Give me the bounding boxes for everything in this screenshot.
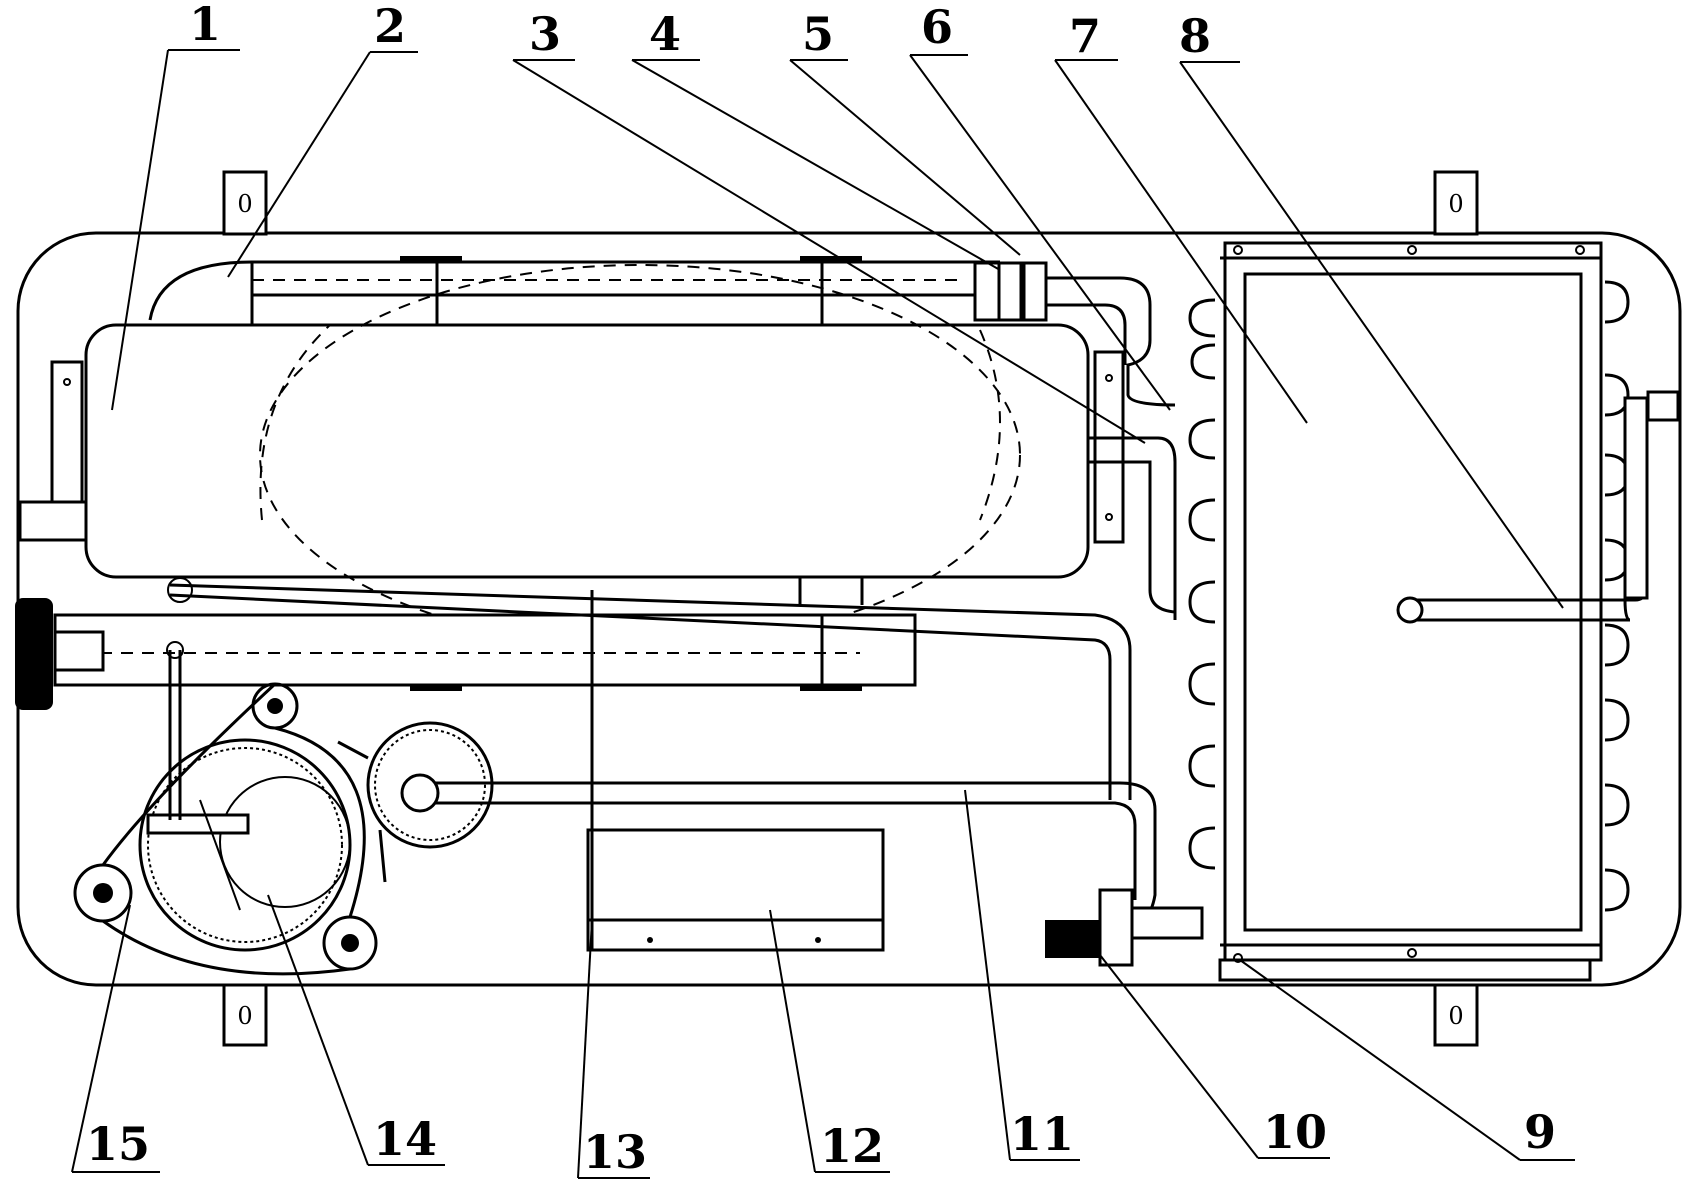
- callout-3: 3: [529, 7, 561, 61]
- mounting-tab-top-right: 0: [1433, 170, 1479, 236]
- top-fittings: [973, 261, 1176, 407]
- callout-1: 1: [189, 0, 221, 51]
- callout-6: 6: [921, 0, 953, 54]
- callout-14: 14: [373, 1112, 437, 1166]
- callout-8: 8: [1179, 9, 1211, 63]
- callout-10: 10: [1263, 1105, 1327, 1159]
- svg-text:0: 0: [237, 190, 252, 218]
- callout-4: 4: [649, 7, 681, 61]
- callout-9: 9: [1524, 1105, 1556, 1159]
- leader-lines: [71, 49, 1575, 1179]
- coil-loops-left: [1188, 298, 1216, 870]
- callout-7: 7: [1069, 9, 1101, 63]
- callout-13: 13: [583, 1125, 647, 1179]
- left-bracket: [50, 360, 84, 522]
- mounting-tab-top-left: 0: [222, 170, 268, 236]
- callout-12: 12: [820, 1119, 884, 1173]
- lower-rail: [15, 598, 917, 710]
- connecting-pipe: [1088, 436, 1177, 620]
- mounting-tab-bottom-right: 0: [1433, 983, 1479, 1047]
- tank-body: [84, 323, 1090, 579]
- panel-pipe: [1396, 390, 1680, 624]
- drive-gear: [366, 721, 494, 849]
- upper-frame-rail: [148, 256, 1000, 325]
- brush-filter: [1045, 888, 1204, 967]
- left-inlet-pipe: [18, 500, 88, 542]
- drive-assembly: [73, 641, 494, 976]
- callout-15: 15: [86, 1117, 150, 1171]
- svg-text:0: 0: [1448, 1002, 1463, 1030]
- hidden-drum-outline: [259, 264, 1021, 646]
- mounting-tab-bottom-left: 0: [222, 983, 268, 1047]
- heat-exchanger-panel: [1218, 241, 1603, 982]
- svg-text:0: 0: [237, 1002, 252, 1030]
- callout-2: 2: [374, 0, 406, 53]
- callout-5: 5: [802, 7, 834, 61]
- right-bracket: [1093, 350, 1125, 544]
- callout-11: 11: [1010, 1107, 1074, 1161]
- slanted-support-pipes: [167, 577, 1132, 800]
- left-end-cap: [15, 598, 53, 710]
- svg-text:0: 0: [1448, 190, 1463, 218]
- control-box: [586, 828, 885, 952]
